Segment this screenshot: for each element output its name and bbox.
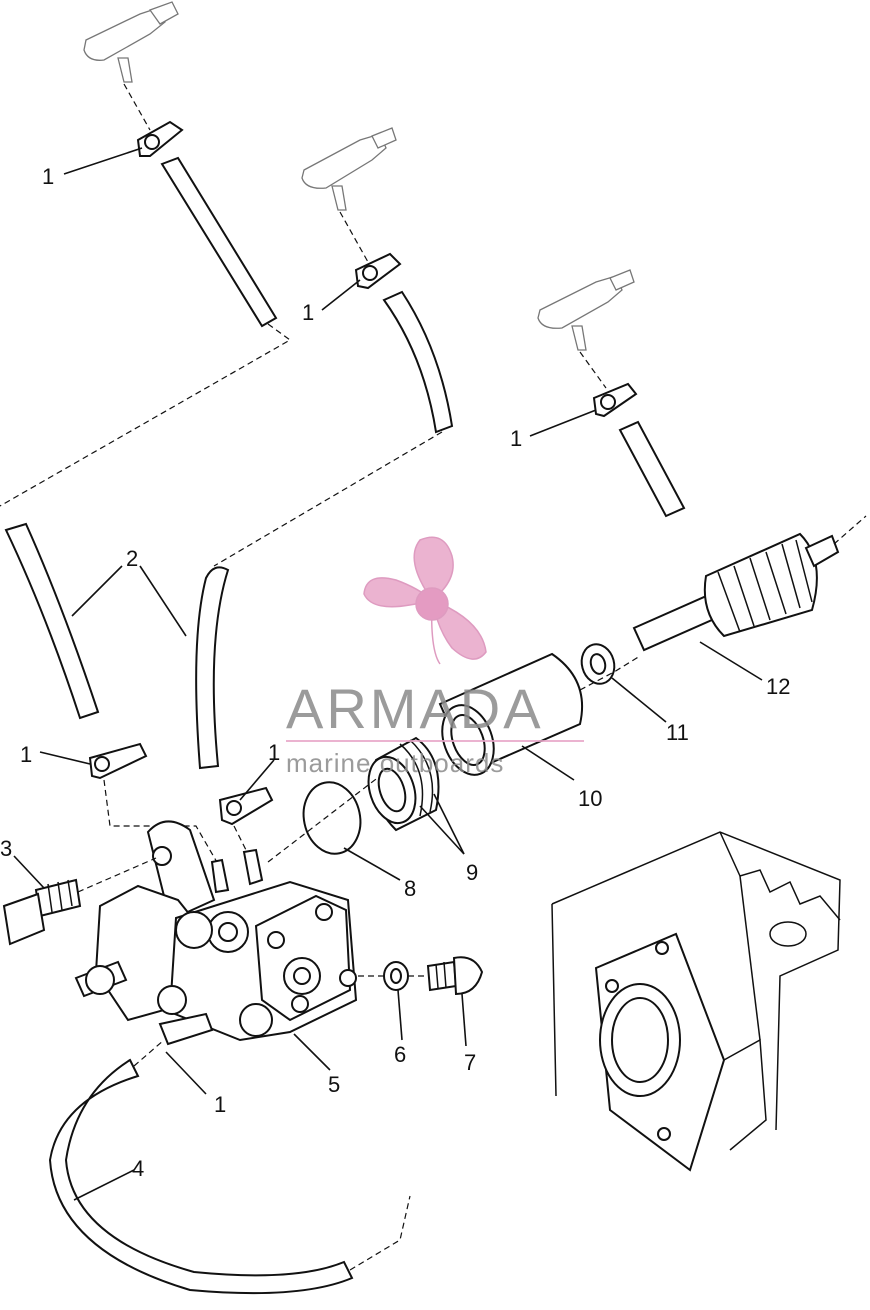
bolt-3 — [2, 878, 82, 946]
callout-1-lower-left: 1 — [20, 742, 32, 767]
propeller-logo — [363, 536, 487, 665]
callout-8: 8 — [404, 876, 416, 901]
tank-fitting-middle — [301, 127, 397, 211]
hose-2-right — [195, 566, 230, 770]
callout-9: 9 — [466, 860, 478, 885]
callout-12: 12 — [766, 674, 790, 699]
brand-tagline: marine outboards — [286, 748, 504, 778]
callout-7: 7 — [464, 1050, 476, 1075]
brand-divider — [286, 740, 584, 742]
tank-fitting-left — [83, 1, 179, 83]
callout-1-top-left: 1 — [42, 164, 54, 189]
hose-upper-right — [618, 420, 686, 518]
washer-11 — [580, 643, 616, 685]
callout-1-bottom: 1 — [214, 1092, 226, 1117]
leader-lines — [13, 147, 763, 1201]
callout-4: 4 — [132, 1156, 144, 1181]
callout-2: 2 — [126, 546, 138, 571]
hose-4 — [48, 1058, 354, 1295]
hose-clamp-top-right — [592, 382, 638, 418]
seals-9 — [367, 736, 440, 832]
brand-name: ARMADA — [286, 677, 544, 740]
engine-block-section — [551, 831, 841, 1172]
hose-clamp-top-left — [136, 120, 184, 157]
callout-11: 11 — [666, 720, 689, 745]
tank-fitting-right — [537, 269, 635, 351]
hose-clamp-lower-middle — [218, 786, 274, 826]
hose-upper-middle — [382, 290, 454, 434]
callout-1-top-right: 1 — [510, 426, 522, 451]
hose-2-left — [4, 522, 100, 720]
callout-3: 3 — [0, 836, 12, 861]
hose-clamp-lower-left — [88, 742, 148, 780]
drive-gear-12 — [632, 532, 840, 652]
oil-pump-body — [74, 820, 358, 1046]
callout-1-top-middle: 1 — [302, 300, 314, 325]
callout-10: 10 — [578, 786, 602, 811]
callout-6: 6 — [394, 1042, 406, 1067]
callout-5: 5 — [328, 1072, 340, 1097]
brand-watermark: ARMADA marine outboards — [286, 536, 584, 778]
screw-7 — [426, 956, 484, 996]
hose-upper-left — [160, 156, 278, 328]
washer-6 — [383, 961, 409, 991]
callout-1-lower-middle: 1 — [268, 740, 280, 765]
o-ring-8 — [302, 781, 362, 855]
hose-clamp-top-middle — [354, 252, 402, 290]
